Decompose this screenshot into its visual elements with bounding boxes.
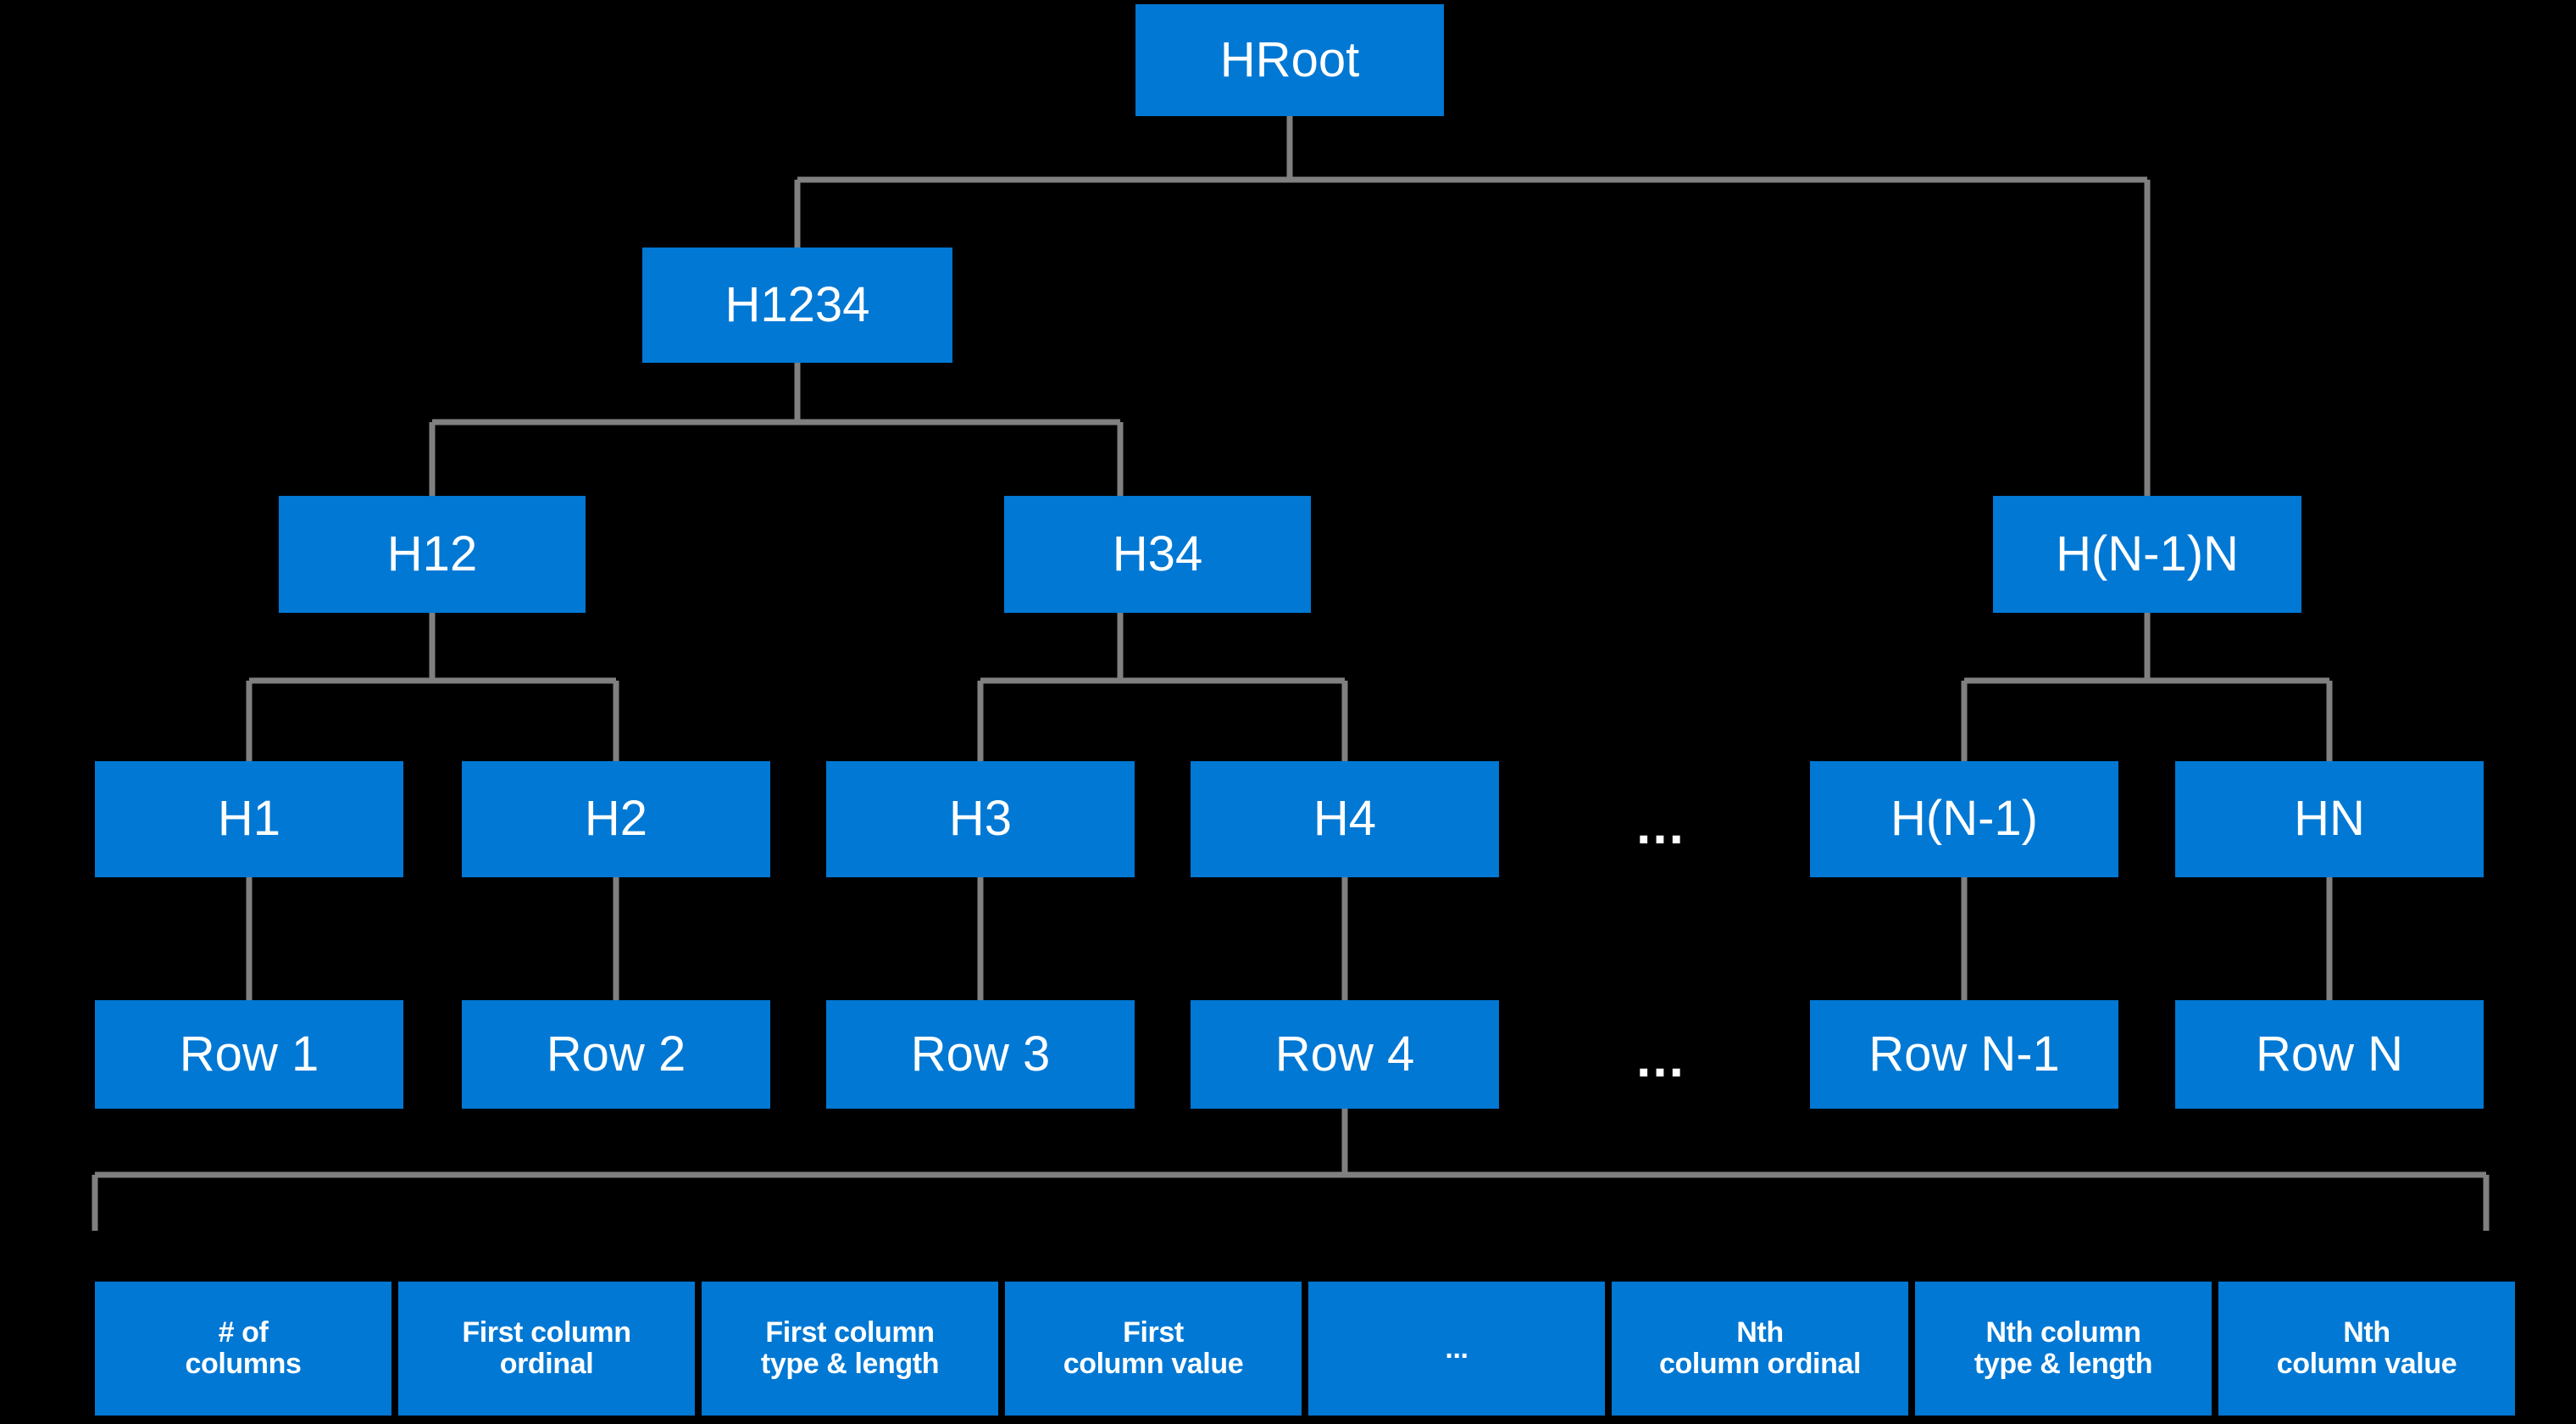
column-cell-nth-value[interactable]: Nth column value	[2218, 1282, 2515, 1416]
node-row-n-minus-1-label: Row N-1	[1868, 1026, 2060, 1082]
node-hn1n-label: H(N-1)N	[2056, 526, 2239, 581]
column-cell-num-columns-line2: columns	[185, 1348, 302, 1380]
column-cell-nth-ordinal-line1: Nth	[1736, 1316, 1784, 1349]
node-row-n-label: Row N	[2255, 1026, 2404, 1082]
node-h34-label: H34	[1112, 526, 1203, 581]
column-cell-first-value-line1: First	[1123, 1316, 1184, 1349]
node-hn-minus-1-label: H(N-1)	[1890, 791, 2038, 847]
node-row-n-minus-1[interactable]: Row N-1	[1810, 1000, 2118, 1109]
column-cell-first-ordinal-line1: First column	[462, 1316, 631, 1349]
column-cell-first-type-length-line2: type & length	[760, 1348, 940, 1380]
node-hroot[interactable]: HRoot	[1135, 4, 1444, 116]
column-cell-first-type-length[interactable]: First column type & length	[702, 1282, 998, 1416]
node-h12-label: H12	[386, 526, 478, 581]
column-cell-nth-value-line1: Nth	[2343, 1316, 2390, 1349]
column-cell-nth-ordinal-line2: column ordinal	[1658, 1348, 1862, 1380]
column-cell-first-value[interactable]: First column value	[1005, 1282, 1302, 1416]
node-row-2[interactable]: Row 2	[462, 1000, 770, 1109]
column-cell-nth-type-length-line1: Nth column	[1985, 1316, 2141, 1349]
column-cell-first-value-line2: column value	[1063, 1348, 1244, 1380]
node-row-3[interactable]: Row 3	[826, 1000, 1135, 1109]
node-h1-label: H1	[217, 791, 281, 847]
node-row-1-label: Row 1	[179, 1026, 319, 1082]
node-hn[interactable]: HN	[2175, 761, 2484, 877]
node-h2[interactable]: H2	[462, 761, 770, 877]
row-ellipsis-label: ...	[1636, 1030, 1685, 1088]
column-cell-first-ordinal[interactable]: First column ordinal	[398, 1282, 695, 1416]
node-row-4-label: Row 4	[1274, 1026, 1415, 1082]
node-h34[interactable]: H34	[1004, 496, 1311, 613]
row-ellipsis: ...	[1593, 1017, 1729, 1102]
node-hn-minus-1[interactable]: H(N-1)	[1810, 761, 2118, 877]
node-h1234-label: H1234	[724, 276, 870, 332]
node-h1234[interactable]: H1234	[642, 248, 952, 363]
column-cell-nth-type-length-line2: type & length	[1974, 1348, 2153, 1380]
node-row-n[interactable]: Row N	[2175, 1000, 2484, 1109]
node-row-2-label: Row 2	[546, 1026, 686, 1082]
column-cell-ellipsis[interactable]: ...	[1308, 1282, 1605, 1416]
column-cell-nth-ordinal[interactable]: Nth column ordinal	[1612, 1282, 1908, 1416]
column-cell-first-type-length-line1: First column	[765, 1316, 935, 1349]
node-hroot-label: HRoot	[1219, 31, 1360, 87]
node-row-3-label: Row 3	[910, 1026, 1051, 1082]
column-cell-num-columns-line1: # of	[218, 1316, 269, 1349]
node-row-1[interactable]: Row 1	[95, 1000, 403, 1109]
column-cell-ellipsis-line2: ...	[1445, 1332, 1468, 1365]
node-row-4[interactable]: Row 4	[1191, 1000, 1499, 1109]
node-hn1n[interactable]: H(N-1)N	[1993, 496, 2301, 613]
node-h2-label: H2	[584, 791, 648, 847]
column-cell-num-columns[interactable]: # of columns	[95, 1282, 391, 1416]
node-h3[interactable]: H3	[826, 761, 1135, 877]
column-cell-first-ordinal-line2: ordinal	[499, 1348, 594, 1380]
hash-row-ellipsis: ...	[1593, 784, 1729, 869]
column-cell-nth-value-line2: column value	[2276, 1348, 2457, 1380]
node-h4[interactable]: H4	[1191, 761, 1499, 877]
node-h4-label: H4	[1313, 791, 1377, 847]
column-cell-nth-type-length[interactable]: Nth column type & length	[1915, 1282, 2212, 1416]
node-h1[interactable]: H1	[95, 761, 403, 877]
node-h3-label: H3	[948, 791, 1013, 847]
node-h12[interactable]: H12	[279, 496, 586, 613]
node-hn-label: HN	[2294, 791, 2365, 847]
hash-row-ellipsis-label: ...	[1636, 797, 1685, 855]
